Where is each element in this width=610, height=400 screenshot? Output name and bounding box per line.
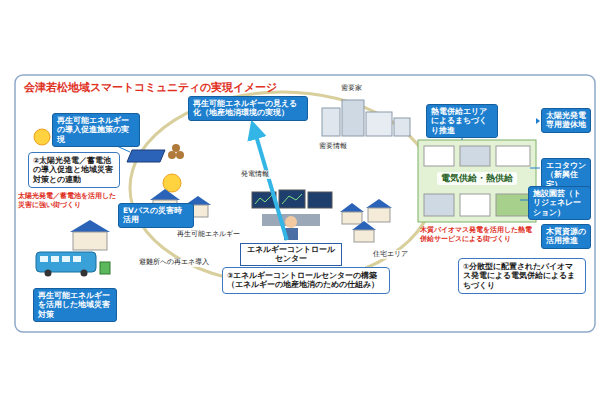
node-text: 再生可能エネルギーの見える化（地産地消環境の実現） xyxy=(193,99,303,118)
theme-note: 木質バイオマス発電を活用した熱電併給サービスによる街づくり xyxy=(420,226,536,244)
leader-line xyxy=(530,168,540,169)
policy-box: 熱電併給エリアによるまちづくり推進 xyxy=(426,104,498,138)
theme-note: 太陽光発電／蓄電池を活用した災害に強い街づくり xyxy=(18,192,116,210)
policy-box: EVバスの災害時活用 xyxy=(118,203,194,228)
node-text: 施設園芸（トリジェネレーション） xyxy=(533,189,586,217)
node-text: 再生可能エネルギーを活用した地域災害対策 xyxy=(38,291,112,319)
node-text: 電気供給・熱供給 xyxy=(440,173,514,184)
shelter-and-bus xyxy=(36,220,110,277)
area-label: 再生可能エネルギー xyxy=(176,230,248,239)
node-text: 木質資源の活用推進 xyxy=(546,227,586,246)
node-text: ②太陽光発電／蓄電池の導入促進と地域災害対策との連動 xyxy=(33,156,115,184)
node-text: エネルギーコントロールセンター xyxy=(244,245,338,264)
area-label: 需要家 xyxy=(340,84,382,93)
residential xyxy=(340,199,392,242)
flow-arrow xyxy=(252,124,286,240)
site-box: 太陽光発電専用遊休地 xyxy=(541,108,591,133)
node-text: エコタウン（新興住宅） xyxy=(546,161,586,189)
node-text: 再生可能エネルギーの導入促進施策の実現 xyxy=(57,116,135,144)
policy-box: 再生可能エネルギーの見える化（地産地消環境の実現） xyxy=(188,96,308,121)
node-text: 太陽光発電専用遊休地 xyxy=(546,111,586,130)
community-ring xyxy=(130,92,434,284)
policy-box: 木質資源の活用推進 xyxy=(541,224,591,249)
initiative-box: ③エネルギーコントロールセンターの構築（エネルギーの地産地消のための仕組み） xyxy=(222,267,390,294)
control-center-box: エネルギーコントロールセンター xyxy=(240,243,342,266)
initiative-box: ②太陽光発電／蓄電池の導入促進と地域災害対策との連動 xyxy=(28,152,120,188)
node-text: 熱電併給エリアによるまちづくり推進 xyxy=(431,107,493,135)
policy-box: 再生可能エネルギーを活用した地域災害対策 xyxy=(33,288,117,322)
area-label: 発電情報 xyxy=(240,170,282,179)
area-label: 需要情報 xyxy=(318,142,360,151)
node-text: EVバスの災害時活用 xyxy=(123,206,189,225)
supply-band: 電気供給・熱供給 xyxy=(437,172,517,185)
buildings xyxy=(322,100,410,136)
leader-line xyxy=(520,200,528,201)
policy-box: 再生可能エネルギーの導入促進施策の実現 xyxy=(52,113,140,147)
node-text: ①分散型に配置されたバイオマス発電による電気併給によるまちづくり xyxy=(463,262,581,290)
control-center xyxy=(252,190,332,240)
area-label: 避難所への再エネ導入 xyxy=(138,258,220,267)
site-box: 施設園芸（トリジェネレーション） xyxy=(528,186,591,220)
node-text: ③エネルギーコントロールセンターの構築（エネルギーの地産地消のための仕組み） xyxy=(227,271,385,290)
diagram-title: 会津若松地域スマートコミュニティの実現イメージ xyxy=(24,80,277,95)
initiative-box: ①分散型に配置されたバイオマス発電による電気併給によるまちづくり xyxy=(458,258,586,294)
area-label: 住宅エリア xyxy=(372,250,418,259)
outer-frame xyxy=(15,75,595,332)
